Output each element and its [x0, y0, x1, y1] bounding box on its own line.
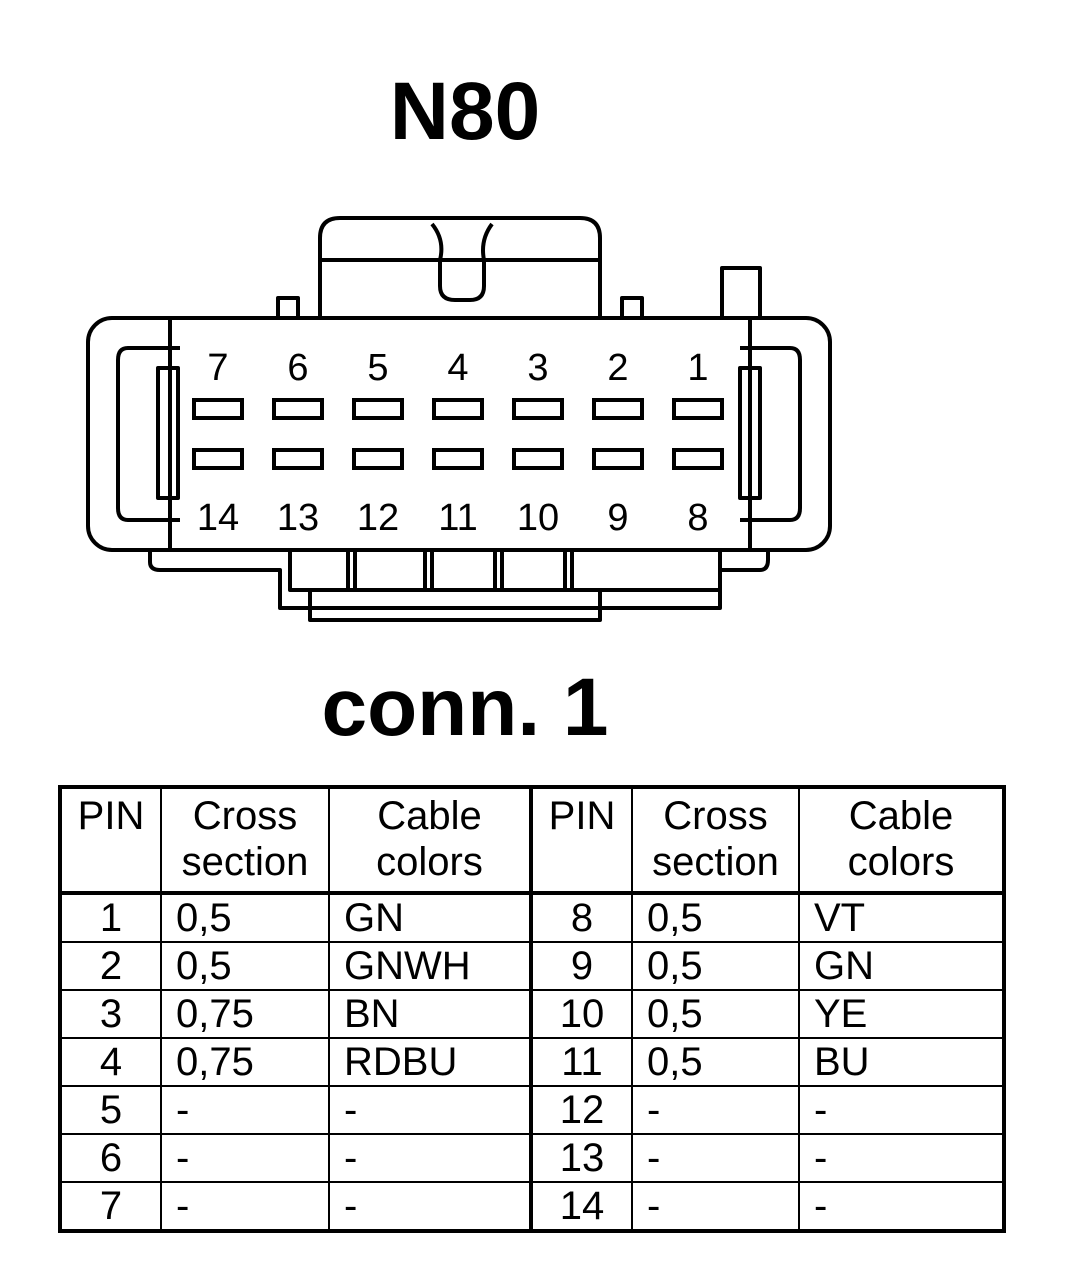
pin-slot: [272, 448, 324, 470]
pin-cell: 5: [59, 1085, 162, 1135]
top-pin-label: 5: [367, 347, 388, 389]
pin-slot: [592, 448, 644, 470]
pin-cell: 10: [529, 989, 633, 1039]
cable-color-cell: -: [798, 1085, 1005, 1135]
pin-cell: 11: [529, 1037, 633, 1087]
cross-section-cell: -: [631, 1085, 800, 1135]
cross-section-cell: 0,5: [160, 941, 330, 991]
pin-slot: [432, 448, 484, 470]
cable-color-cell: GN: [798, 941, 1005, 991]
connector-label: conn. 1: [321, 662, 609, 753]
connector-nub: [720, 266, 762, 320]
pin-cell: 2: [59, 941, 162, 991]
cable-color-cell: BU: [798, 1037, 1005, 1087]
connector-nub: [620, 296, 644, 320]
top-pin-label: 3: [527, 347, 548, 389]
pin-cell: 13: [529, 1133, 633, 1183]
bottom-pin-label: 14: [197, 497, 239, 539]
pin-cell: 6: [59, 1133, 162, 1183]
pin-slot: [192, 398, 244, 420]
bottom-pin-label: 10: [517, 497, 559, 539]
cross-section-cell: 0,5: [631, 892, 800, 943]
bottom-pin-label: 12: [357, 497, 399, 539]
cross-section-cell: -: [160, 1181, 330, 1232]
pin-cell: 14: [529, 1181, 633, 1232]
cross-section-cell: -: [631, 1133, 800, 1183]
bottom-pin-label: 13: [277, 497, 319, 539]
pin-cell: 7: [59, 1181, 162, 1232]
cross-section-cell: 0,5: [631, 941, 800, 991]
cable-color-cell: RDBU: [328, 1037, 532, 1087]
cross-section-cell: -: [160, 1085, 330, 1135]
column-header: PIN: [59, 786, 162, 895]
cable-color-cell: BN: [328, 989, 532, 1039]
pin-slot: [672, 398, 724, 420]
cable-color-cell: YE: [798, 989, 1005, 1039]
top-pin-label: 7: [207, 347, 228, 389]
column-header: PIN: [529, 786, 633, 895]
cross-section-cell: 0,75: [160, 989, 330, 1039]
pin-slot: [352, 448, 404, 470]
table-row: 5--12--: [59, 1085, 1005, 1135]
connector-diagram: 7 6 5 4 3 2 1 14 13 12 11 10 9 8: [86, 216, 832, 622]
cable-color-cell: VT: [798, 892, 1005, 943]
cable-color-cell: -: [798, 1133, 1005, 1183]
cable-color-cell: GNWH: [328, 941, 532, 991]
pin-slot: [272, 398, 324, 420]
pin-slot: [192, 448, 244, 470]
cross-section-cell: -: [160, 1133, 330, 1183]
pin-cell: 1: [59, 892, 162, 943]
page-title: N80: [389, 66, 541, 157]
cross-section-cell: 0,5: [160, 892, 330, 943]
cross-section-cell: 0,5: [631, 1037, 800, 1087]
pin-cell: 4: [59, 1037, 162, 1087]
pin-slot: [512, 448, 564, 470]
cross-section-cell: 0,75: [160, 1037, 330, 1087]
pin-cell: 3: [59, 989, 162, 1039]
bottom-pin-label: 9: [607, 497, 628, 539]
pin-slot: [352, 398, 404, 420]
top-pin-label: 6: [287, 347, 308, 389]
top-pin-label: 2: [607, 347, 628, 389]
cable-color-cell: GN: [328, 892, 532, 943]
connector-ear-right: [740, 346, 802, 522]
bottom-pin-label: 11: [438, 497, 477, 539]
connector-nub: [276, 296, 300, 320]
cable-color-cell: -: [328, 1085, 532, 1135]
table-row: 6--13--: [59, 1133, 1005, 1183]
connector-ear-left: [116, 346, 180, 522]
top-pin-label: 1: [687, 347, 708, 389]
bottom-pin-label: 8: [687, 497, 708, 539]
cable-color-cell: -: [328, 1133, 532, 1183]
cable-color-cell: -: [798, 1181, 1005, 1232]
pin-cell: 8: [529, 892, 633, 943]
cross-section-cell: -: [631, 1181, 800, 1232]
pin-slot: [672, 448, 724, 470]
pin-slot: [432, 398, 484, 420]
pin-cell: 12: [529, 1085, 633, 1135]
pin-slot: [592, 398, 644, 420]
cable-color-cell: -: [328, 1181, 532, 1232]
connector-skirt: [148, 550, 722, 610]
top-pin-label: 4: [447, 347, 468, 389]
cross-section-cell: 0,5: [631, 989, 800, 1039]
pin-slot: [512, 398, 564, 420]
table-row: 7--14--: [59, 1181, 1005, 1232]
connector-latch: [318, 216, 602, 318]
pin-cell: 9: [529, 941, 633, 991]
